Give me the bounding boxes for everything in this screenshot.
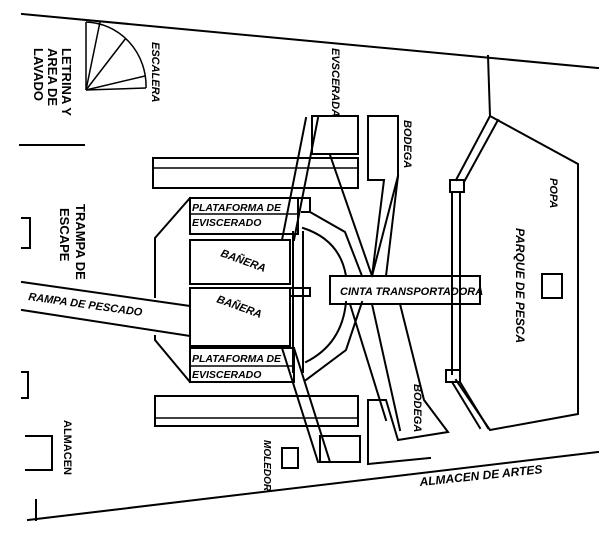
label-cinta: CINTA TRANSPORTADORA — [340, 286, 483, 298]
label-evscerada: EVSCERADA — [329, 48, 341, 117]
label-plataforma-bottom-2: EVISCERADO — [192, 369, 261, 381]
label-escape: ESCAPE — [57, 208, 72, 262]
label-bodega-bottom: BODEGA — [411, 384, 423, 432]
label-plataforma-bottom-1: PLATAFORMA DE — [192, 353, 282, 365]
left-wall-fixtures — [21, 217, 53, 471]
label-almacen: ALMACEN — [61, 420, 73, 475]
label-banera-top: BAÑERA — [219, 247, 268, 275]
label-bodega-top: BODEGA — [401, 120, 413, 168]
label-escalera: ESCALERA — [149, 42, 161, 103]
label-banera-bottom: BAÑERA — [215, 293, 264, 321]
label-letrina: LETRINA Y — [59, 48, 74, 116]
label-plataforma-top-1: PLATAFORMA DE — [192, 202, 282, 214]
grinder-box — [281, 447, 299, 469]
label-parque: PARQUE DE PESCA — [513, 228, 527, 343]
label-plataforma-top-2: EVISCERADO — [192, 217, 261, 229]
fish-ramp — [20, 280, 192, 338]
label-trampa: TRAMPA DE — [73, 204, 88, 280]
label-moledor: MOLEDOR — [261, 440, 272, 492]
hull-outline — [19, 12, 600, 522]
label-popa: POPA — [547, 178, 559, 208]
fish-park — [445, 54, 579, 432]
staircase-icon — [85, 21, 147, 91]
label-rampa: RAMPA DE PESCADO — [28, 291, 144, 319]
label-lavado: LAVADO — [31, 48, 46, 101]
bodega-holds — [367, 115, 450, 466]
label-area-de: AREA DE — [45, 48, 60, 106]
